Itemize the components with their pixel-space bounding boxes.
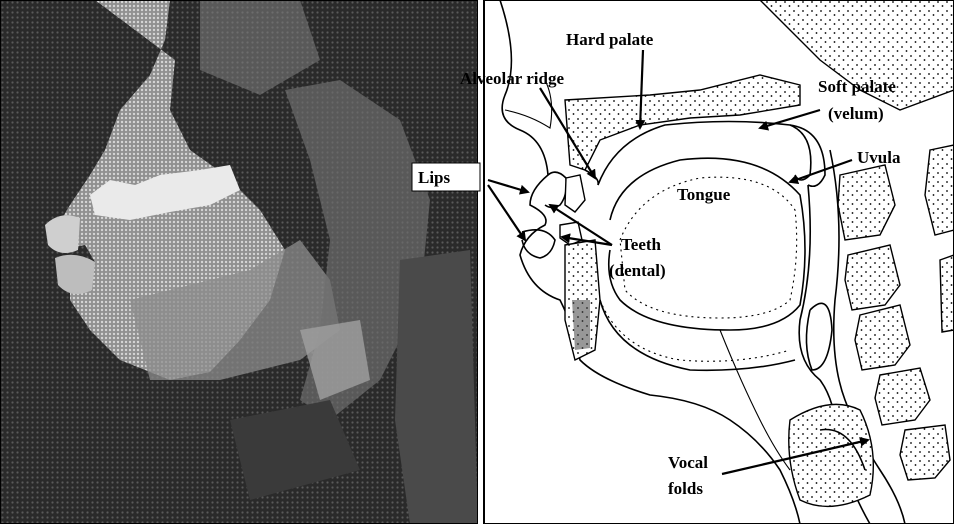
label-uvula: Uvula (857, 148, 901, 167)
label-folds: folds (668, 479, 703, 498)
lips-label-box: Lips (412, 163, 480, 191)
label-alveolar-ridge: Alveolar ridge (460, 69, 564, 88)
label-lips: Lips (418, 168, 451, 187)
label-velum: (velum) (828, 104, 884, 123)
label-hard-palate: Hard palate (566, 30, 654, 49)
label-vocal: Vocal (668, 453, 708, 472)
label-dental: (dental) (609, 261, 666, 280)
xray-panel (0, 0, 478, 524)
label-tongue: Tongue (677, 185, 731, 204)
label-soft-palate: Soft palate (818, 77, 896, 96)
label-teeth: Teeth (621, 235, 662, 254)
